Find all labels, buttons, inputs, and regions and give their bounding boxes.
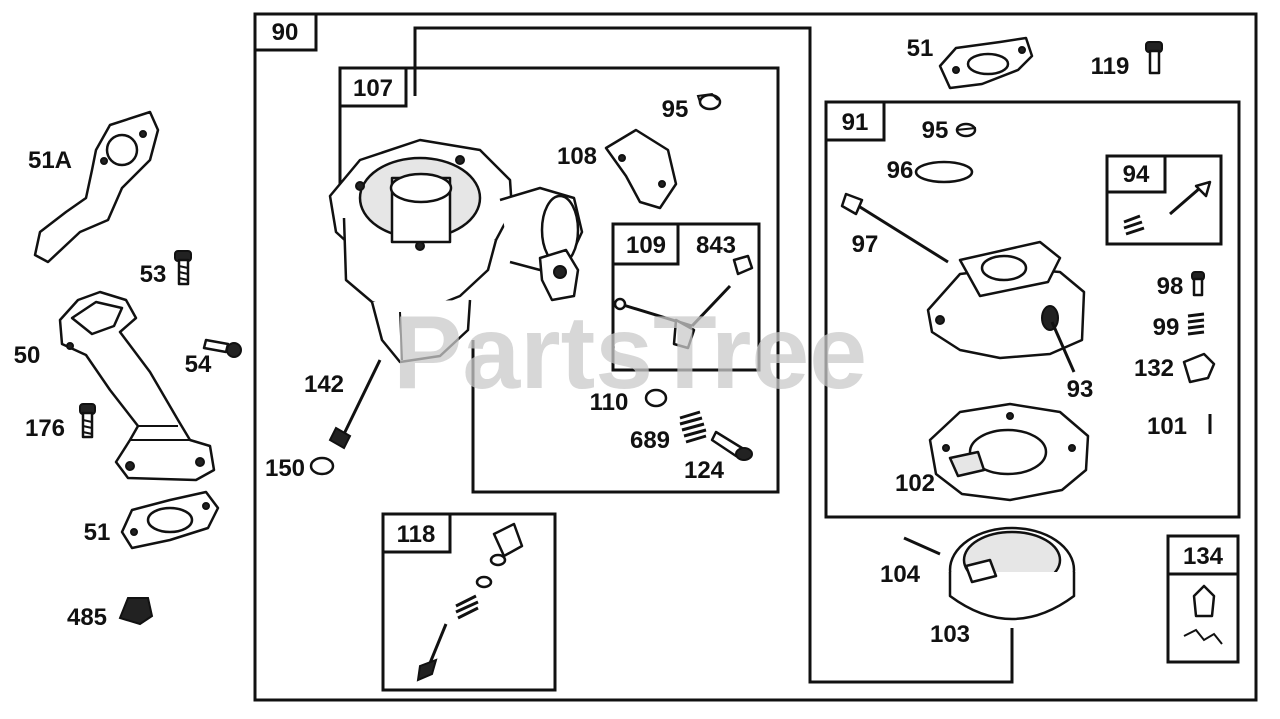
carburetor-body-107 — [328, 138, 584, 364]
gasket-51-left — [120, 490, 220, 550]
frame-107-tag — [338, 66, 408, 108]
frame-91-label: 91 — [842, 109, 869, 136]
frame-94-label: 94 — [1123, 161, 1150, 188]
clip-485 — [118, 597, 154, 626]
label-132: 132 — [1134, 355, 1174, 382]
label-103: 103 — [930, 621, 970, 648]
screw-98 — [1191, 271, 1205, 297]
inlet-needle-134 — [1183, 584, 1223, 645]
frame-107 — [340, 66, 780, 494]
screw-95-kit — [955, 122, 977, 138]
frame-118-label: 118 — [397, 521, 436, 548]
spring-689 — [679, 410, 707, 444]
label-51a: 51A — [28, 147, 72, 174]
frame-843-label: 843 — [696, 232, 736, 259]
gasket-51-top — [938, 36, 1034, 90]
screw-97 — [840, 192, 949, 264]
label-96: 96 — [887, 157, 914, 184]
frame-90-tag — [253, 12, 318, 52]
needle-valve-150-tip — [328, 426, 352, 450]
needle-142 — [342, 359, 382, 435]
label-51-top: 51 — [907, 35, 934, 62]
throttle-plate-108 — [604, 128, 678, 210]
leader-93 — [1050, 321, 1076, 373]
bolt-119 — [1145, 41, 1163, 75]
label-51-left: 51 — [84, 519, 111, 546]
label-176: 176 — [25, 415, 65, 442]
retainer-132 — [1182, 352, 1216, 384]
label-101: 101 — [1147, 413, 1187, 440]
screw-124 — [710, 430, 753, 461]
bowl-body-93 — [926, 240, 1086, 360]
float-bowl-103 — [948, 526, 1076, 621]
intake-elbow-50 — [58, 290, 216, 482]
washer-110 — [644, 388, 668, 408]
label-95-top: 95 — [662, 96, 689, 123]
screw-95-top — [696, 92, 722, 111]
label-54: 54 — [185, 351, 212, 378]
gasket-plate-51a — [33, 110, 160, 264]
frame-94-tag — [1105, 154, 1167, 194]
screw-54 — [202, 338, 242, 358]
pin-104 — [903, 536, 941, 556]
label-104: 104 — [880, 561, 921, 588]
frame-90-label: 90 — [272, 19, 299, 46]
washer-150 — [309, 456, 335, 476]
label-98: 98 — [1157, 273, 1184, 300]
label-150: 150 — [265, 455, 305, 482]
label-99: 99 — [1153, 314, 1180, 341]
label-95-kit: 95 — [922, 117, 949, 144]
label-102: 102 — [895, 470, 935, 497]
label-50: 50 — [14, 342, 41, 369]
label-124: 124 — [684, 457, 725, 484]
spring-99 — [1187, 312, 1205, 336]
label-97: 97 — [852, 231, 879, 258]
frame-91-tag — [824, 100, 886, 142]
gasket-102 — [928, 402, 1090, 502]
label-485: 485 — [67, 604, 107, 631]
label-119: 119 — [1091, 53, 1130, 80]
frame-109-tag — [611, 222, 680, 266]
bolt-176 — [79, 403, 96, 439]
frame-109 — [611, 222, 761, 372]
frame-118-tag — [381, 512, 452, 554]
label-53: 53 — [140, 261, 167, 288]
frame-118 — [381, 512, 557, 692]
label-108: 108 — [557, 143, 597, 170]
label-93: 93 — [1067, 376, 1094, 403]
throttle-shaft-109 — [613, 254, 754, 350]
group-connector-line — [413, 26, 1014, 684]
valve-kit-118 — [416, 522, 524, 682]
label-110: 110 — [590, 389, 629, 416]
frame-134-label: 134 — [1183, 543, 1224, 570]
screw-53 — [174, 250, 192, 286]
frame-134-tag — [1166, 534, 1240, 576]
frame-90 — [253, 12, 1258, 702]
gasket-96 — [914, 160, 974, 184]
label-689: 689 — [630, 427, 670, 454]
watermark: PartsTree — [393, 295, 867, 411]
frame-109-label: 109 — [626, 232, 666, 259]
frame-91 — [824, 100, 1241, 519]
label-142: 142 — [304, 371, 344, 398]
frame-107-label: 107 — [353, 75, 393, 102]
needle-kit-94 — [1123, 180, 1212, 236]
